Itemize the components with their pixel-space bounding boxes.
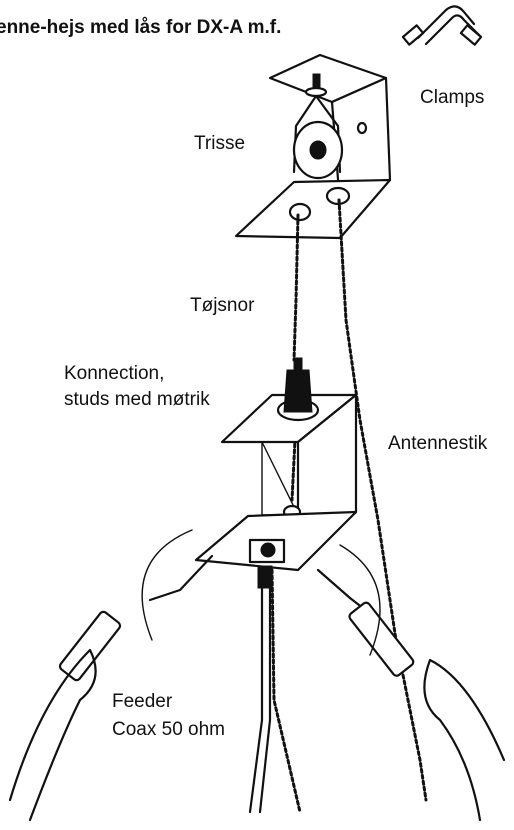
label-konnection-1: Konnection, [64, 362, 164, 385]
bottom-plate [196, 512, 356, 588]
label-tojsnor: Tøjsnor [190, 294, 254, 317]
feeder-coax [250, 585, 270, 812]
label-antennestik: Antennestik [388, 432, 487, 455]
label-clamps: Clamps [420, 86, 484, 109]
label-trisse: Trisse [194, 132, 245, 155]
diagram-title: enne-hejs med lås for DX-A m.f. [0, 17, 281, 39]
clamps-drawing [403, 6, 481, 44]
label-feeder-2: Coax 50 ohm [112, 718, 225, 741]
label-konnection-2: studs med møtrik [64, 388, 210, 411]
hands [10, 650, 504, 820]
label-feeder-1: Feeder [112, 690, 172, 713]
